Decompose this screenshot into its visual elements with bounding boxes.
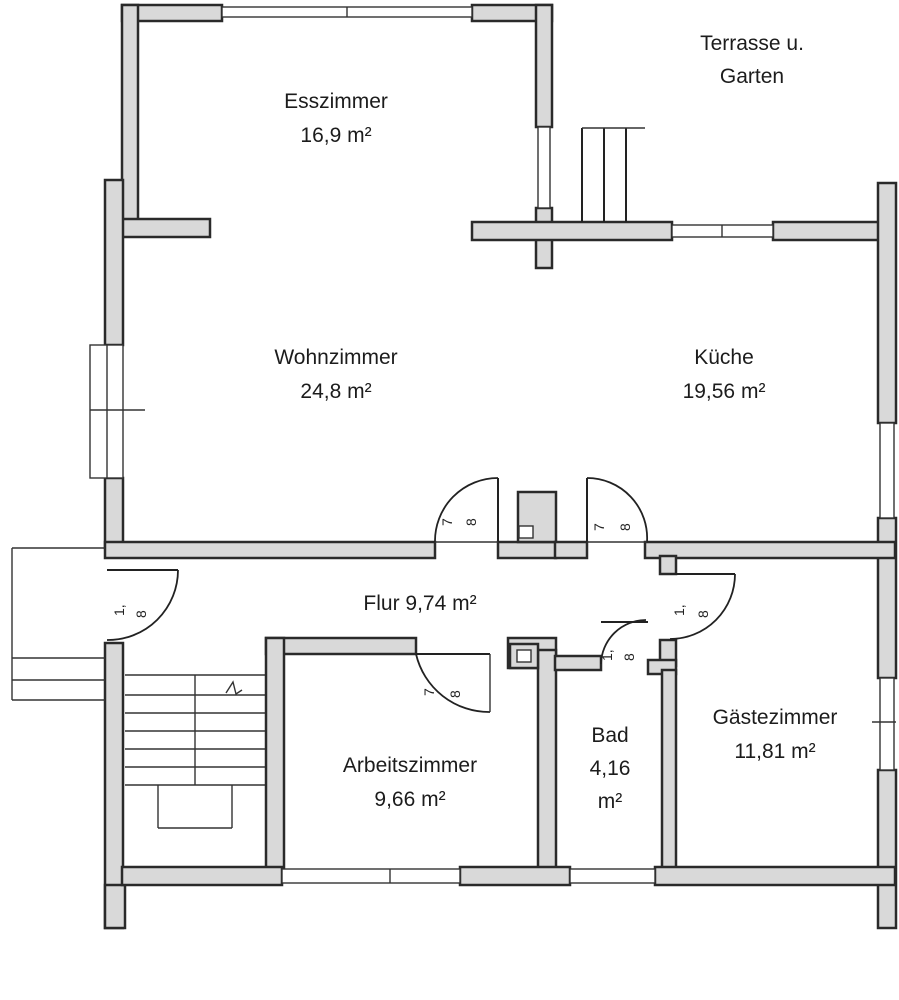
door-arbeitszimmer: 7 8: [415, 653, 491, 713]
door-mark: 8: [617, 523, 633, 531]
walls: [103, 3, 898, 930]
door-entrance: 1, 8: [106, 569, 179, 641]
door-gaestezimmer: 1, 8: [669, 573, 736, 640]
windows: [89, 6, 896, 884]
door-mark: 8: [463, 518, 479, 526]
room-name-flur: Flur 9,74 m²: [363, 592, 476, 615]
door-mark: 1,: [111, 604, 127, 616]
staircase: [125, 674, 265, 829]
door-mark: 1,: [671, 604, 687, 616]
door-mark: 8: [695, 610, 711, 618]
door-mark: 8: [133, 610, 149, 618]
room-name-bad: Bad: [591, 724, 628, 747]
room-labels: Terrasse u. Garten Esszimmer 16,9 m² Woh…: [274, 32, 837, 813]
door-mark: 8: [621, 653, 637, 661]
room-name-esszimmer: Esszimmer: [284, 90, 388, 113]
shaft-inner-2: [518, 525, 534, 539]
room-name-wohnzimmer: Wohnzimmer: [274, 346, 397, 369]
door-mark: 8: [447, 690, 463, 698]
door-kueche: 7 8: [586, 477, 648, 543]
room-area-bad: 4,16: [590, 757, 631, 780]
shaft-inner: [516, 649, 532, 663]
room-area-esszimmer: 16,9 m²: [300, 124, 371, 147]
room-name-gaestezimmer: Gästezimmer: [713, 706, 838, 729]
room-unit-bad: m²: [598, 790, 623, 813]
door-mark: 1,: [599, 649, 615, 661]
outdoor-label-line2: Garten: [720, 65, 784, 88]
outdoor-label-line1: Terrasse u.: [700, 32, 804, 55]
room-name-arbeitszimmer: Arbeitszimmer: [343, 754, 477, 777]
entrance-steps: [11, 547, 105, 701]
doors: 7 8 7 8 1, 8 1, 8 1, 8: [106, 477, 736, 713]
room-name-kueche: Küche: [694, 346, 754, 369]
door-mark: 7: [421, 688, 437, 696]
terrace-steps: [581, 127, 645, 222]
door-mark: 7: [439, 518, 455, 526]
room-area-wohnzimmer: 24,8 m²: [300, 380, 371, 403]
room-area-kueche: 19,56 m²: [683, 380, 766, 403]
room-area-arbeitszimmer: 9,66 m²: [374, 788, 445, 811]
door-bad: 1, 8: [599, 619, 648, 665]
door-mark: 7: [591, 523, 607, 531]
door-wohnzimmer: 7 8: [434, 477, 499, 543]
room-area-gaestezimmer: 11,81 m²: [734, 740, 815, 763]
